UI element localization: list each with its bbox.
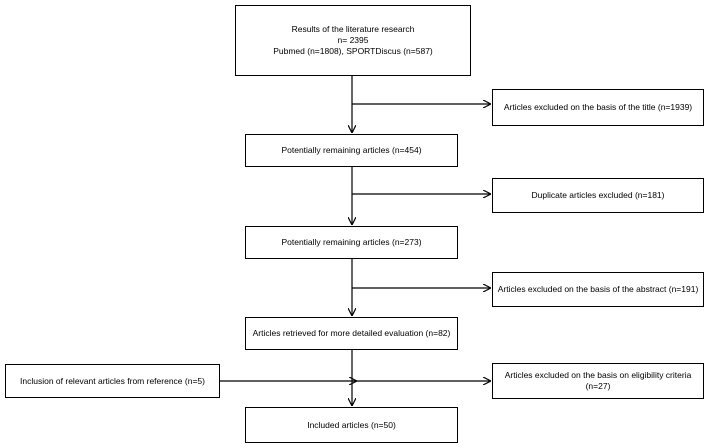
excluded-abstract-label: Articles excluded on the basis of the ab… [497, 284, 699, 294]
retrieved-label: Articles retrieved for more detailed eva… [252, 328, 451, 338]
duplicates-box: Duplicate articles excluded (n=181) [492, 178, 704, 213]
search-results-title: Results of the literature research [291, 24, 415, 34]
retrieved-box: Articles retrieved for more detailed eva… [245, 317, 458, 350]
excluded-eligibility-label: Articles excluded on the basis on eligib… [504, 370, 692, 380]
duplicates-label: Duplicate articles excluded (n=181) [531, 190, 665, 200]
remaining-2-box: Potentially remaining articles (n=273) [245, 226, 458, 259]
excluded-eligibility-box: Articles excluded on the basis on eligib… [492, 363, 704, 399]
excluded-abstract-box: Articles excluded on the basis of the ab… [492, 272, 704, 307]
references-box: Inclusion of relevant articles from refe… [5, 364, 220, 398]
remaining-2-label: Potentially remaining articles (n=273) [281, 237, 422, 247]
included-label: Included articles (n=50) [307, 419, 396, 430]
remaining-1-label: Potentially remaining articles (n=454) [281, 145, 422, 155]
search-results-sources: Pubmed (n=1808), SPORTDiscus (n=587) [273, 46, 433, 56]
excluded-title-label: Articles excluded on the basis of the ti… [503, 102, 693, 112]
included-box: Included articles (n=50) [245, 407, 458, 443]
excluded-title-box: Articles excluded on the basis of the ti… [492, 89, 704, 126]
references-label: Inclusion of relevant articles from refe… [20, 375, 205, 386]
excluded-eligibility-count: (n=27) [585, 381, 611, 391]
remaining-1-box: Potentially remaining articles (n=454) [245, 134, 458, 167]
search-results-box: Results of the literature research n= 23… [235, 5, 471, 76]
search-results-total: n= 2395 [337, 35, 369, 45]
